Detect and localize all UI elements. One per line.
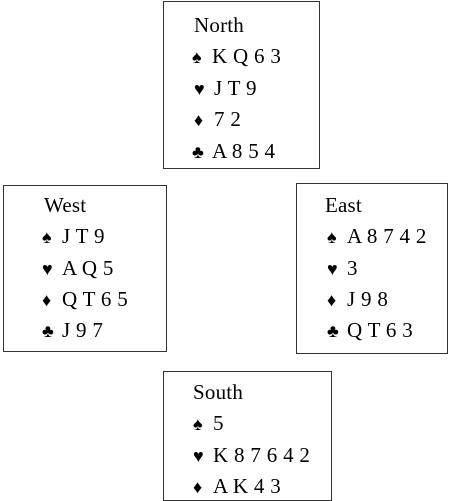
south-hearts-cards: K 8 7 6 4 2 [213, 443, 311, 467]
heart-icon: ♥ [327, 259, 338, 279]
spade-icon: ♠ [192, 47, 202, 67]
west-hearts-row: ♥ A Q 5 [42, 256, 114, 281]
club-icon: ♣ [192, 142, 204, 162]
south-hand: South ♠5 ♥K 8 7 6 4 2 ♦A K 4 3 [163, 371, 332, 501]
west-clubs-cards: J 9 7 [62, 318, 104, 342]
spade-icon: ♠ [42, 227, 52, 247]
heart-icon: ♥ [42, 259, 53, 279]
east-spades-cards: A 8 7 4 2 [347, 224, 427, 248]
diamond-icon: ♦ [327, 290, 337, 310]
diamond-icon: ♦ [194, 110, 204, 130]
east-clubs-row: ♣ Q T 6 3 [327, 318, 413, 343]
east-hand: East ♠A 8 7 4 2 ♥3 ♦J 9 8 ♣Q T 6 3 [296, 183, 448, 354]
south-spades-cards: 5 [213, 411, 224, 435]
east-hearts-cards: 3 [347, 256, 358, 280]
north-title: North [194, 13, 244, 37]
club-icon: ♣ [42, 321, 54, 341]
north-hearts-cards: J T 9 [214, 76, 257, 100]
north-hand: North ♠ K Q 6 3 ♥ J T 9 ♦ 7 2 ♣ A 8 5 4 [163, 1, 320, 169]
south-spades-row: ♠5 [193, 411, 224, 436]
east-hearts-row: ♥3 [327, 256, 358, 281]
east-diamonds-cards: J 9 8 [347, 287, 389, 311]
west-clubs-row: ♣ J 9 7 [42, 318, 103, 343]
west-spades-row: ♠ J T 9 [42, 224, 105, 249]
north-diamonds-cards: 7 2 [214, 107, 242, 131]
heart-icon: ♥ [193, 446, 204, 466]
spade-icon: ♠ [193, 414, 203, 434]
south-hearts-row: ♥ K 8 7 6 4 2 [193, 443, 310, 468]
north-clubs-row: ♣ A 8 5 4 [192, 139, 275, 164]
west-diamonds-row: ♦ Q T 6 5 [42, 287, 128, 312]
west-spades-cards: J T 9 [62, 224, 105, 248]
north-spades-cards: K Q 6 3 [212, 44, 282, 68]
east-spades-row: ♠ A 8 7 4 2 [327, 224, 427, 249]
west-diamonds-cards: Q T 6 5 [62, 287, 129, 311]
east-title: East [325, 193, 362, 217]
diamond-icon: ♦ [42, 290, 52, 310]
diamond-icon: ♦ [193, 477, 203, 497]
north-spades-row: ♠ K Q 6 3 [192, 44, 281, 69]
north-hearts-row: ♥ J T 9 [194, 76, 257, 101]
heart-icon: ♥ [194, 79, 205, 99]
north-clubs-cards: A 8 5 4 [212, 139, 276, 163]
south-diamonds-row: ♦ A K 4 3 [193, 474, 281, 499]
west-hand: West ♠ J T 9 ♥ A Q 5 ♦ Q T 6 5 ♣ J 9 7 [3, 185, 167, 352]
east-diamonds-row: ♦ J 9 8 [327, 287, 388, 312]
west-title: West [44, 193, 87, 217]
west-hearts-cards: A Q 5 [62, 256, 114, 280]
south-diamonds-cards: A K 4 3 [213, 474, 282, 498]
east-clubs-cards: Q T 6 3 [347, 318, 414, 342]
south-title: South [193, 380, 244, 404]
spade-icon: ♠ [327, 227, 337, 247]
north-diamonds-row: ♦ 7 2 [194, 107, 241, 132]
club-icon: ♣ [327, 321, 339, 341]
